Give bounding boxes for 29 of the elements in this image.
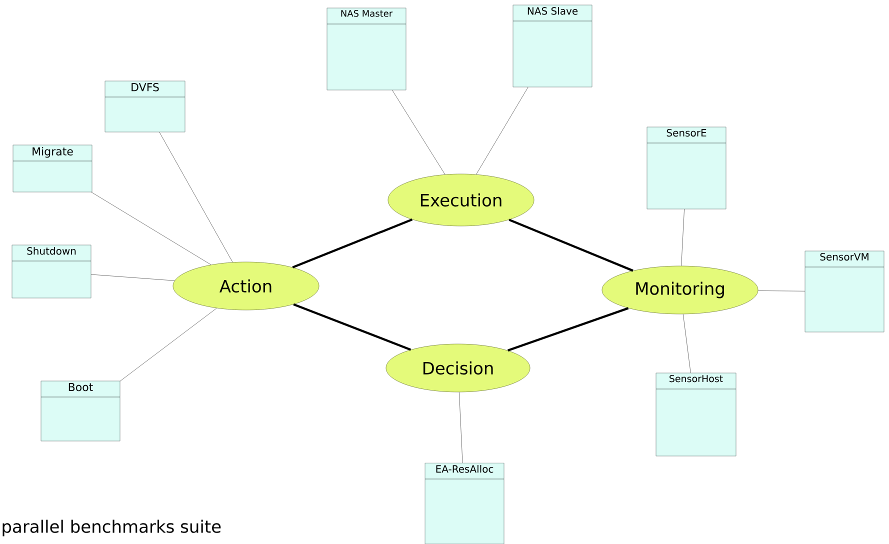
- connector-line: [458, 392, 463, 464]
- ellipse-node: Action: [172, 262, 320, 310]
- connector-line: [507, 307, 629, 352]
- connector-line: [120, 308, 217, 382]
- class-box: NAS Slave: [512, 4, 592, 88]
- class-box: Migrate: [12, 144, 92, 192]
- connector-line: [90, 192, 212, 265]
- connector-line: [681, 208, 685, 266]
- caption-text: parallel benchmarks suite: [2, 520, 221, 536]
- connector-line: [682, 314, 691, 374]
- connector-line: [508, 218, 634, 272]
- connector-line: [293, 303, 412, 351]
- class-box: SensorE: [646, 126, 726, 210]
- class-box: SensorVM: [804, 250, 884, 332]
- class-box: DVFS: [104, 80, 186, 132]
- class-box: Shutdown: [12, 244, 92, 298]
- class-box: NAS Master: [326, 8, 406, 90]
- connector-line: [476, 86, 528, 175]
- ellipse-node: Execution: [388, 174, 534, 226]
- connector-line: [292, 218, 413, 268]
- connector-line: [90, 274, 175, 281]
- class-box: SensorHost: [656, 372, 736, 456]
- class-box: EA-ResAlloc: [424, 462, 504, 544]
- connector-line: [758, 290, 806, 292]
- connector-line: [159, 132, 233, 262]
- ellipse-node: Monitoring: [602, 266, 758, 314]
- ellipse-node: Decision: [386, 344, 530, 392]
- connector-line: [392, 90, 446, 175]
- class-box: Boot: [40, 380, 120, 442]
